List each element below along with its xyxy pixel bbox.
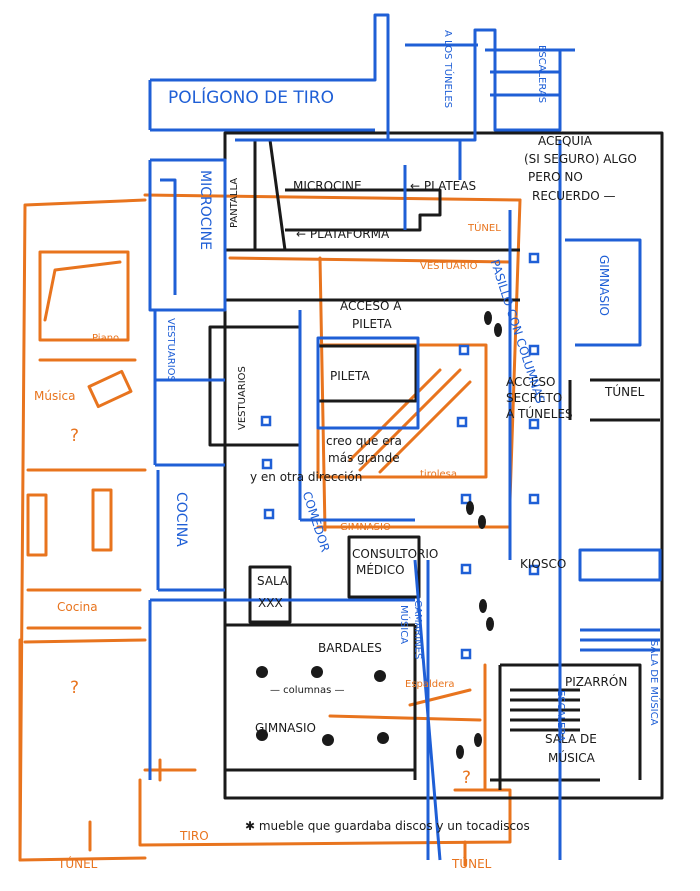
label-cocina-orange: Cocina — [57, 600, 98, 614]
label-vestuario: VESTUARIO — [420, 261, 478, 272]
label-tiro: TIRO — [180, 829, 209, 843]
label-tirolesa: tirolesa — [420, 469, 457, 480]
label-espaldera: Espaldera — [405, 679, 455, 690]
label-question-2: ? — [70, 678, 80, 698]
label-vestuarios-side: VESTUARIOS — [165, 318, 176, 382]
label-otra-direccion: y en otra dirección — [250, 470, 363, 484]
label-escalera: ESCALERA — [555, 690, 566, 742]
label-sala-musica-2: MÚSICA — [548, 751, 595, 765]
orange-plan-layer — [18, 193, 522, 867]
label-poligono: POLÍGONO DE TIRO — [168, 88, 334, 108]
label-plateas: ← PLATEAS — [410, 179, 477, 193]
label-columnas: — columnas — — [270, 685, 345, 696]
label-acceso-secreto-3: A TÚNELES — [506, 407, 573, 421]
black-main-building — [223, 131, 664, 800]
label-acequia-2: (SI SEGURO) ALGO — [524, 152, 637, 166]
gym-columns — [256, 666, 389, 746]
label-acceso-secreto-1: ACCESO — [506, 375, 556, 389]
label-pizarron: PIZARRÓN — [565, 675, 628, 689]
label-acceso-pileta-1: ACCESO A — [340, 299, 402, 313]
orange-piano — [38, 250, 130, 342]
footprint-markers — [456, 311, 502, 759]
label-sala-xxx: XXX — [258, 596, 283, 610]
label-acceso-pileta-2: PILETA — [352, 317, 392, 331]
label-tunel-left: TÚNEL — [58, 857, 98, 871]
label-musica: Música — [34, 389, 76, 403]
label-tunel-right: TÚNEL — [452, 857, 492, 871]
label-microcine: MICROCINE — [293, 179, 362, 193]
label-barandales: BARDALES — [318, 641, 382, 655]
label-piano: Piano — [92, 333, 120, 344]
label-pileta-note-2: más grande — [328, 451, 400, 465]
label-kiosco: KIOSCO — [520, 557, 567, 571]
label-question-1: ? — [70, 426, 80, 446]
label-gimnasio-side: GIMNASIO — [597, 255, 611, 316]
orange-left-building — [18, 198, 147, 862]
label-footnote: ✱ mueble que guardaba discos y un tocadi… — [245, 819, 530, 833]
label-vestuarios: VESTUARIOS — [237, 366, 248, 430]
label-plataforma: ← PLATAFORMA — [296, 227, 390, 241]
label-tunel-east: TÚNEL — [605, 385, 645, 399]
label-sala-musica-blue: SALA DE MÚSICA — [648, 640, 659, 726]
label-acceso-secreto-2: SECRETO — [506, 391, 563, 405]
label-acequia-3: PERO NO — [528, 170, 583, 184]
label-sala-musica-1: SALA DE — [545, 732, 597, 746]
blue-plan-layer — [148, 13, 662, 861]
label-escaleras: ESCALERAS — [536, 45, 547, 104]
black-consultorio — [347, 535, 421, 599]
blue-column-markers — [260, 252, 540, 660]
label-consultorio-1: CONSULTORIO — [352, 547, 439, 561]
label-consultorio-2: MÉDICO — [356, 563, 405, 577]
label-a-los-tuneles: A LOS TÚNELES — [442, 30, 453, 109]
label-musica-blue: MÚSICA — [398, 605, 409, 645]
label-cocina: COCINA — [173, 492, 189, 547]
blue-outline-top — [150, 13, 575, 142]
label-gimnasio: GIMNASIO — [255, 721, 316, 735]
black-plan-layer — [208, 131, 664, 800]
label-pantalla: PANTALLA — [229, 177, 240, 228]
blue-pool — [316, 336, 420, 430]
label-gimnasio-orange: GIMNASIO — [340, 522, 391, 533]
label-acequia-1: ACEQUIA — [538, 134, 592, 148]
label-microcine-side: MICROCINE — [197, 170, 213, 250]
label-pileta-note-1: creo que era — [326, 434, 402, 448]
label-pileta: PILETA — [330, 369, 370, 383]
label-camarines: CAMARINES — [412, 600, 423, 660]
label-acequia-4: RECUERDO — — [532, 189, 616, 203]
label-question-3: ? — [462, 768, 472, 788]
label-sala: SALA — [257, 574, 289, 588]
label-tunel-top: TÚNEL — [468, 223, 501, 234]
